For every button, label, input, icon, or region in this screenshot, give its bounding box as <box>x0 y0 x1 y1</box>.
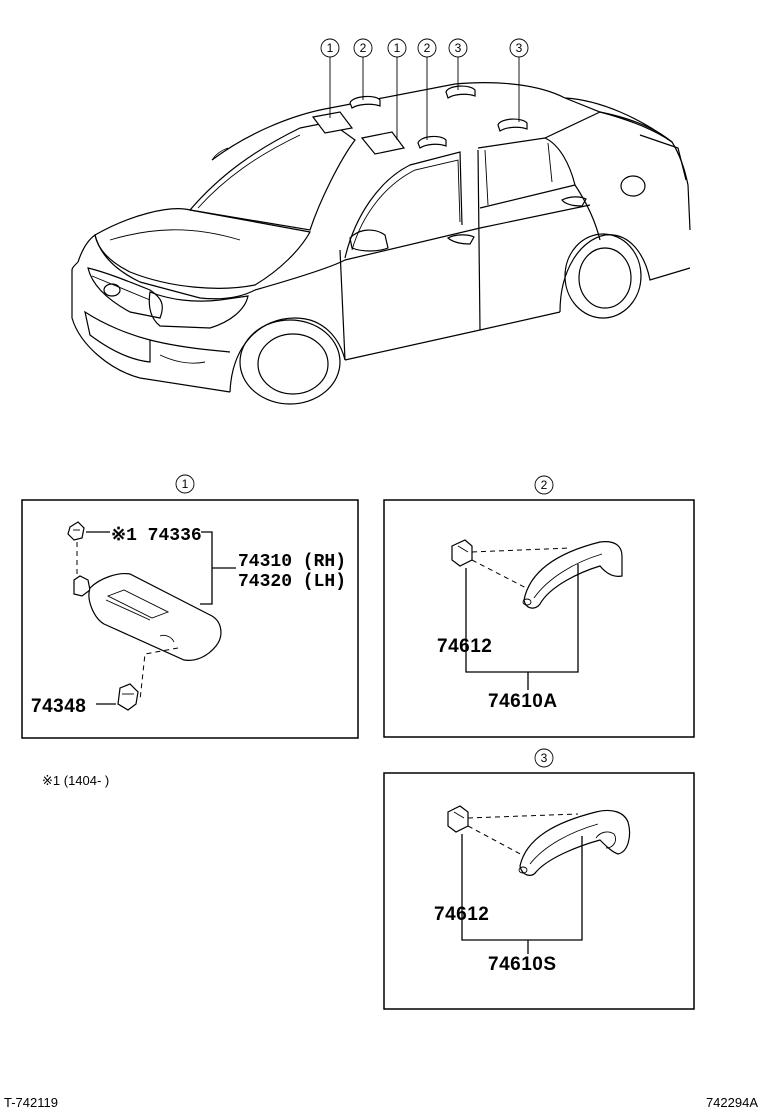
part-74612-label-a: 74612 <box>437 636 492 657</box>
part-74336-label: ※1 74336 <box>111 526 202 546</box>
svg-text:2: 2 <box>424 41 431 55</box>
part-74610s-label: 74610S <box>488 954 557 975</box>
callout-2b: 2 <box>417 38 437 140</box>
grip-74610s-drawing <box>518 809 631 876</box>
callout-3a: 3 <box>448 38 468 90</box>
date-note: ※1 (1404- ) <box>42 773 109 788</box>
panel-2-frame <box>383 499 695 738</box>
footer-left-code: T-742119 <box>4 1095 58 1110</box>
svg-text:2: 2 <box>360 41 367 55</box>
cover-74612-drawing-a <box>451 539 473 567</box>
svg-text:3: 3 <box>455 41 462 55</box>
svg-text:1: 1 <box>182 477 189 491</box>
panel-2-assist-grip: 2 74612 74610A <box>383 475 695 738</box>
svg-text:1: 1 <box>327 41 334 55</box>
callout-3b: 3 <box>509 38 529 122</box>
car-callouts: 1 2 1 2 3 3 <box>320 38 529 140</box>
panel-1-frame <box>21 499 359 739</box>
part-74320-label: 74320 (LH) <box>238 572 346 592</box>
panel-2-callout: 2 <box>534 475 554 495</box>
svg-text:3: 3 <box>516 41 523 55</box>
clip-74336-drawing <box>67 521 85 541</box>
svg-text:1: 1 <box>394 41 401 55</box>
panel-3-frame <box>383 772 695 1010</box>
callout-1b: 1 <box>387 38 407 140</box>
part-74348-label: 74348 <box>31 696 86 717</box>
car-illustration <box>71 82 691 405</box>
visor-drawing <box>73 573 222 661</box>
part-74612-label-b: 74612 <box>434 904 489 925</box>
grip-74610a-drawing <box>522 541 623 609</box>
panel-3-assist-grip: 3 74612 74610S <box>383 748 695 1010</box>
footer-right-code: 742294A <box>706 1095 758 1110</box>
callout-1a: 1 <box>320 38 340 118</box>
part-74310-label: 74310 (RH) <box>238 552 346 572</box>
callout-2a: 2 <box>353 38 373 100</box>
cover-74612-drawing-b <box>447 805 469 833</box>
panel-1-sun-visor: 1 ※1 74336 74310 (RH) 74320 (LH) <box>21 474 359 739</box>
part-74610a-label: 74610A <box>488 691 558 712</box>
panel-1-callout: 1 <box>175 474 195 494</box>
svg-text:2: 2 <box>541 478 548 492</box>
svg-text:3: 3 <box>541 751 548 765</box>
holder-74348-drawing <box>117 683 139 711</box>
panel-3-callout: 3 <box>534 748 554 768</box>
